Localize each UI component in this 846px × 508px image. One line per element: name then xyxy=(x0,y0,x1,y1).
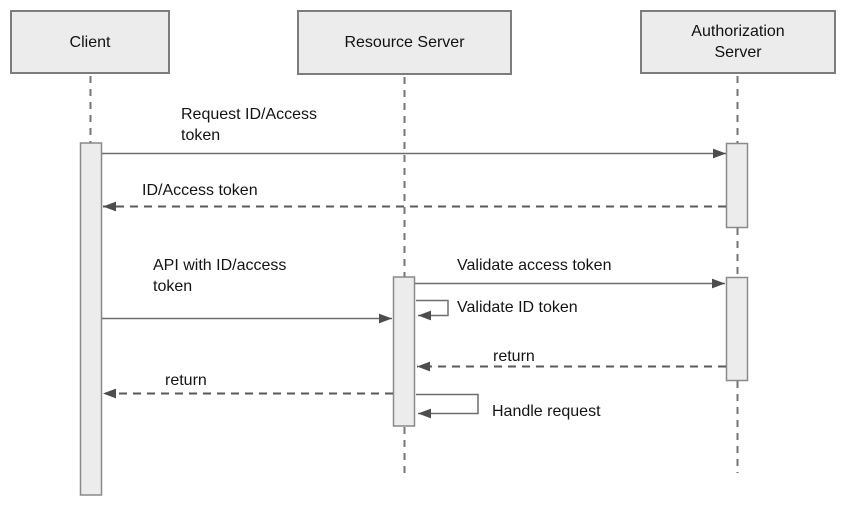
authorization-activation-bar-1 xyxy=(725,142,749,229)
self-arrow-handle-request xyxy=(416,393,479,419)
message-label-return-to-resource: return xyxy=(493,348,535,365)
message-label-return-to-client: return xyxy=(165,372,207,389)
message-label-request-token: Request ID/Access token xyxy=(181,106,318,144)
actor-client: Client xyxy=(10,10,170,74)
resource-activation-bar xyxy=(392,276,416,427)
message-label-api-call: API with ID/access token xyxy=(153,257,287,295)
actor-client-label: Client xyxy=(69,33,111,51)
actor-resource-server: Resource Server xyxy=(297,10,512,75)
actor-authorization-server-label: Authorization Server xyxy=(691,23,785,61)
message-label-validate-id-token: Validate ID token xyxy=(457,299,578,316)
client-activation-bar xyxy=(79,142,103,496)
authorization-activation-bar-2 xyxy=(725,276,749,382)
self-arrow-validate-id-token xyxy=(416,299,449,321)
message-label-validate-access-token: Validate access token xyxy=(457,257,612,274)
actor-authorization-server: Authorization Server xyxy=(640,10,836,74)
message-label-id-access-token: ID/Access token xyxy=(142,182,258,199)
message-label-handle-request: Handle request xyxy=(492,403,601,420)
actor-resource-server-label: Resource Server xyxy=(344,34,465,51)
